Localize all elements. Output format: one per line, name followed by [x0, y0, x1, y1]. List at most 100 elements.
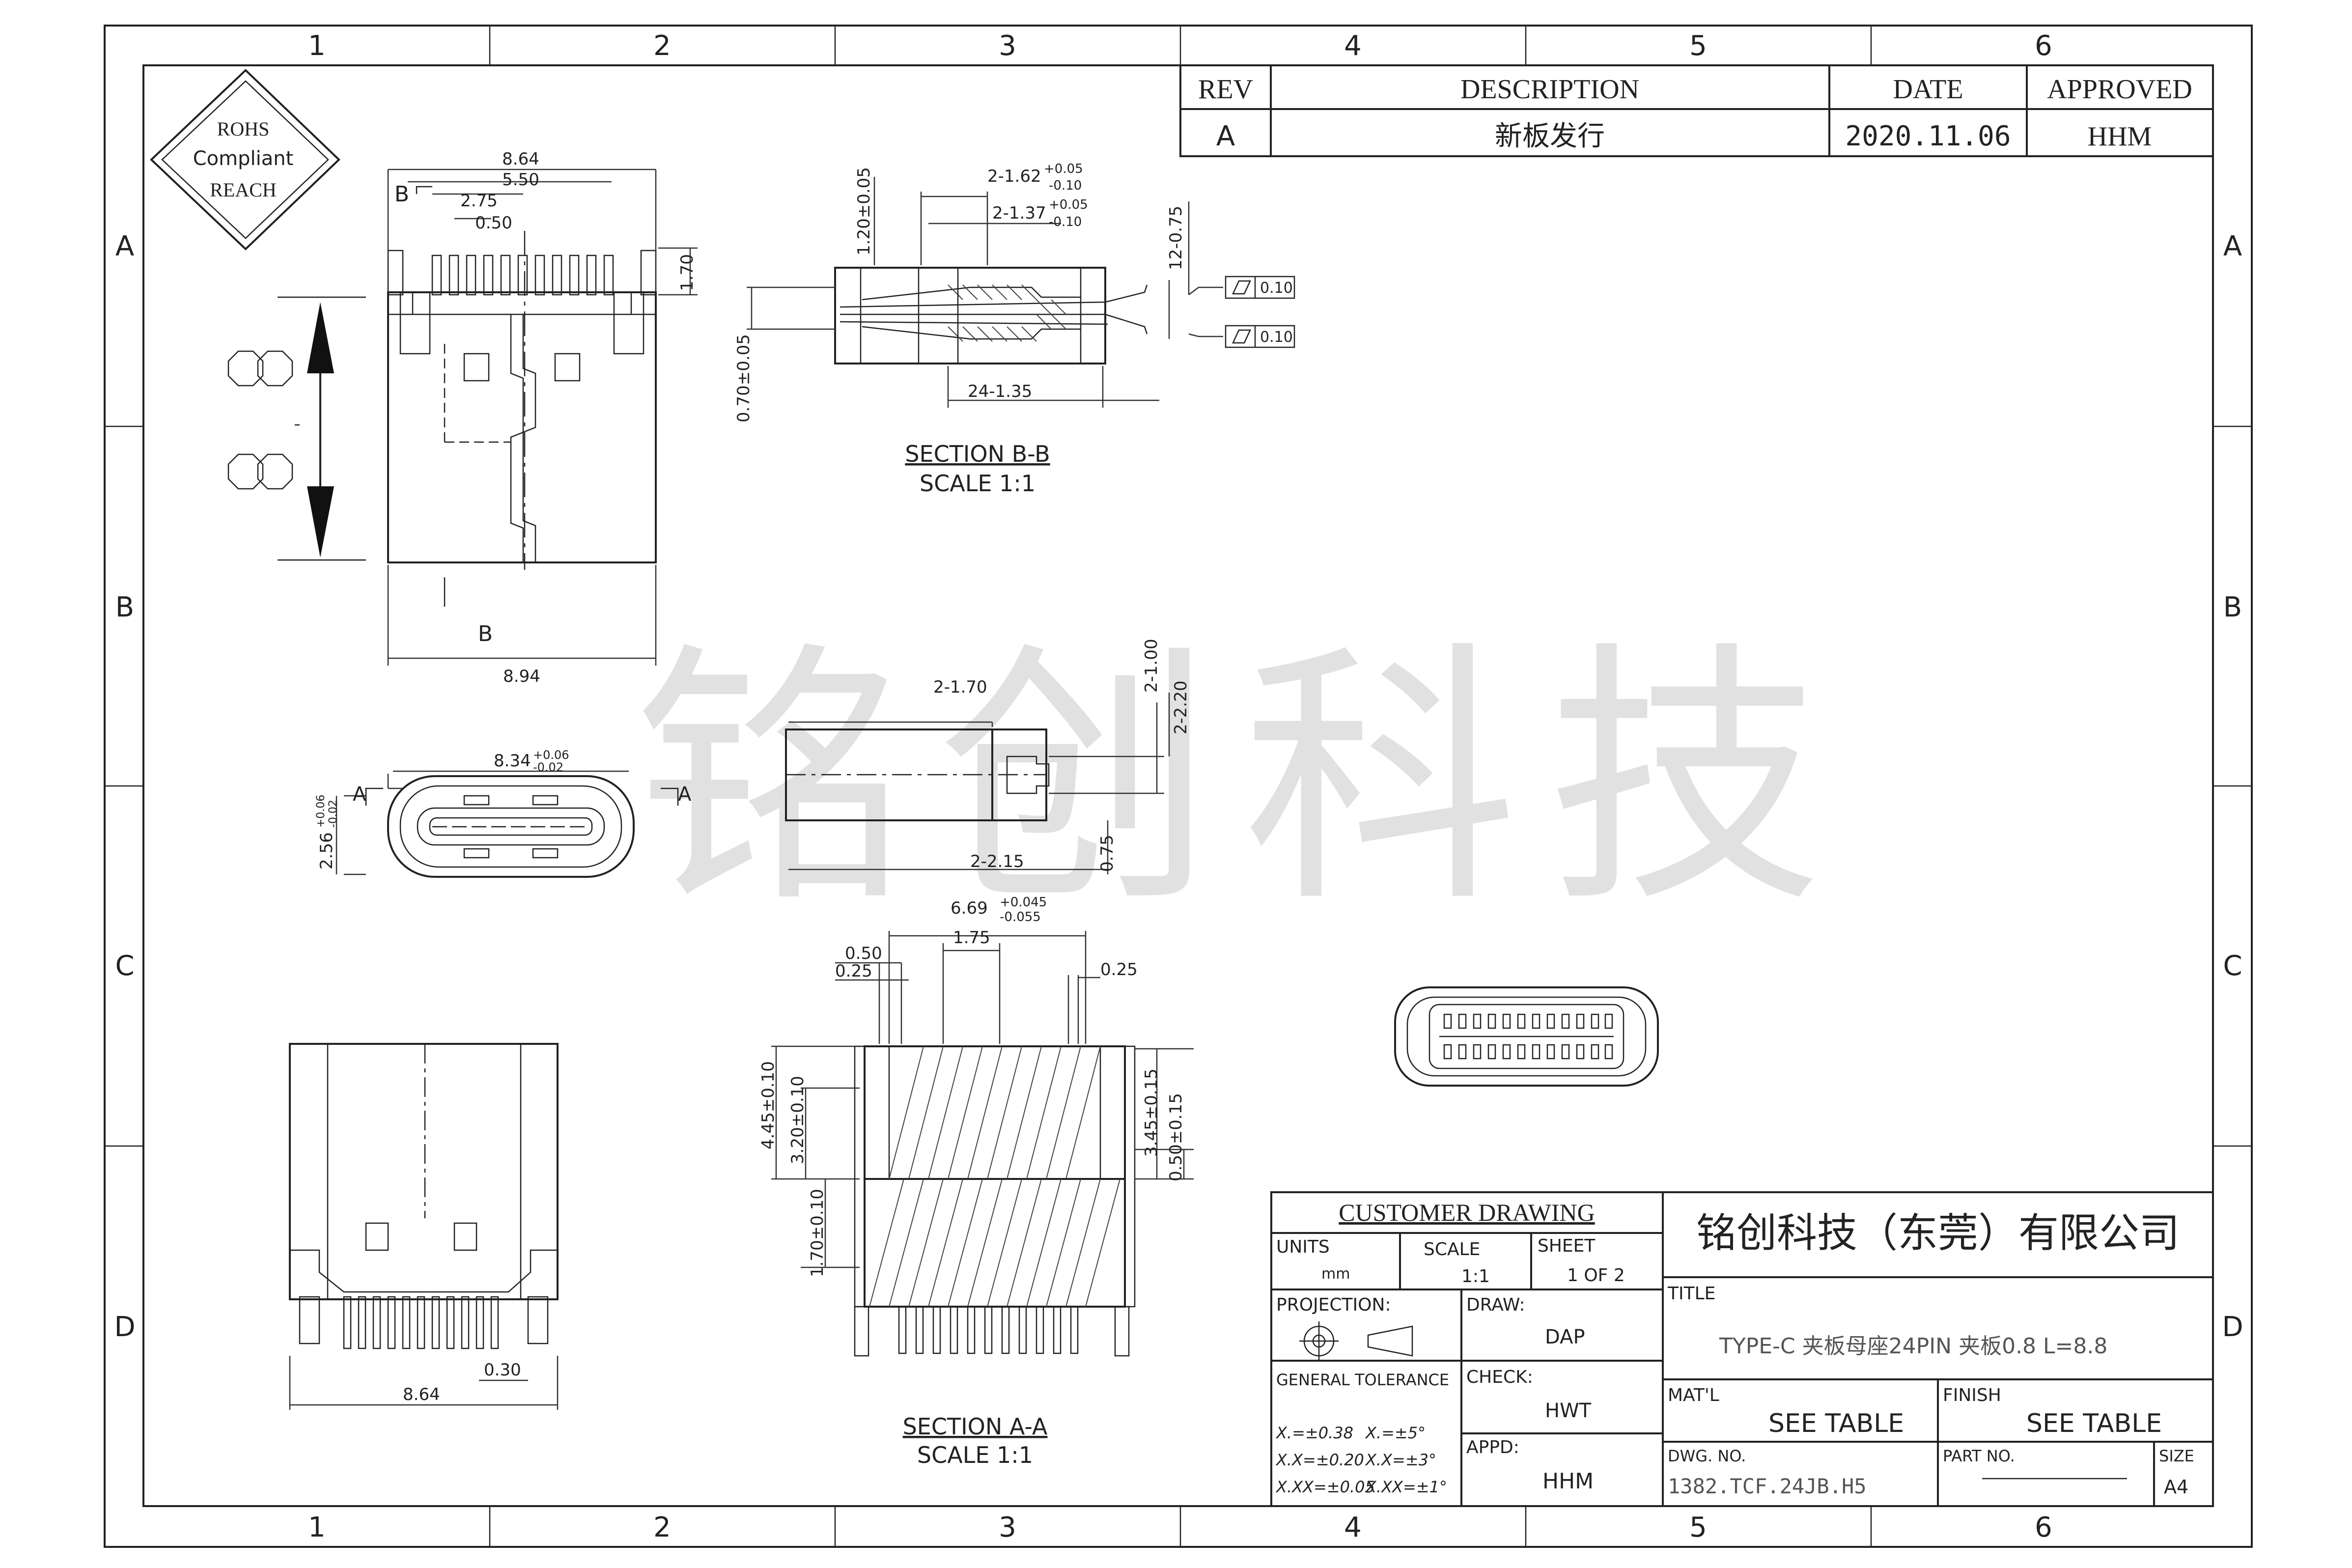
column-label-6: 6 — [2035, 30, 2052, 62]
sheet-label: SHEET — [1538, 1236, 1596, 1256]
approved-value: HHM — [2088, 121, 2152, 152]
section-aa-dim-025-right: 0.25 — [1100, 960, 1138, 980]
tolerance-angular-1: X.X=±3° — [1365, 1451, 1436, 1469]
section-bb-dim-2-137-tol-dn: -0.10 — [1049, 215, 1082, 229]
flatness-tolerance-2: 0.10 — [1260, 329, 1293, 346]
section-b-b-view: 0.10 0.10 2-1.62 +0.05 -0.10 2-1.37 +0.0… — [734, 162, 1295, 497]
top-view-width-894: 8.94 — [503, 667, 540, 686]
section-a-a-view: 6.69 +0.045 -0.055 1.75 0.50 0.25 0.25 4… — [758, 895, 1194, 1468]
finish-value: SEE TABLE — [2026, 1409, 2162, 1438]
section-bb-dim-2-162: 2-1.62 — [987, 167, 1041, 186]
section-aa-width-669-tol-up: +0.045 — [1000, 895, 1047, 910]
reach-text: REACH — [210, 179, 277, 201]
section-aa-dim-025-left: 0.25 — [835, 961, 872, 981]
section-bb-dim-2-137-tol-up: +0.05 — [1049, 197, 1088, 212]
front-view-height-256-tol-up: +0.06 — [315, 795, 327, 828]
section-bb-dim-2-137: 2-1.37 — [992, 203, 1046, 223]
top-view-height-170: 1.70 — [677, 254, 697, 291]
column-label-2: 2 — [653, 30, 671, 62]
rohs-text: ROHS — [217, 118, 270, 140]
section-mark-b-top: B — [394, 182, 409, 207]
side-view-dim-2-220: 2-2.20 — [1171, 680, 1191, 734]
column-label-3-bottom: 3 — [999, 1512, 1016, 1543]
tolerance-linear-2: X.XX=±0.05 — [1275, 1478, 1375, 1496]
size-value: A4 — [2164, 1476, 2188, 1498]
units-label: UNITS — [1276, 1237, 1330, 1257]
units-value: mm — [1321, 1265, 1350, 1283]
section-bb-scale: SCALE 1:1 — [920, 470, 1036, 497]
column-label-4: 4 — [1344, 30, 1362, 62]
section-aa-width-669-tol-dn: -0.055 — [1000, 910, 1041, 924]
column-label-4-bottom: 4 — [1344, 1512, 1362, 1543]
date-header: DATE — [1893, 74, 1963, 105]
drawing-number-label: DWG. NO. — [1668, 1447, 1746, 1465]
front-view-height-256-tol-dn: -0.02 — [327, 800, 339, 828]
approved-header: APPROVED — [2047, 74, 2192, 105]
description-value: 新板发行 — [1495, 120, 1605, 152]
revision-block: REV DESCRIPTION DATE APPROVED A 新板发行 202… — [1179, 64, 2214, 157]
section-hatching — [869, 1046, 1120, 1307]
row-label-a-right: A — [2223, 230, 2242, 262]
section-aa-dim-445: 4.45±0.10 — [758, 1061, 778, 1149]
front-view-width-834-tol-dn: -0.02 — [533, 760, 563, 774]
section-mark-a-right: A — [678, 783, 692, 806]
title-label: TITLE — [1667, 1284, 1715, 1304]
part-title: TYPE-C 夹板母座24PIN 夹板0.8 L=8.8 — [1719, 1334, 2107, 1359]
row-label-d-right: D — [2222, 1311, 2243, 1343]
third-angle-projection-icon — [1299, 1321, 1413, 1361]
check-value: HWT — [1545, 1400, 1592, 1422]
material-label: MAT'L — [1668, 1385, 1719, 1405]
general-tolerance-label: GENERAL TOLERANCE — [1276, 1371, 1449, 1389]
appd-value: HHM — [1542, 1469, 1594, 1494]
section-aa-dim-050-vertical: 0.50±0.15 — [1166, 1093, 1186, 1181]
column-label-6-bottom: 6 — [2035, 1512, 2052, 1543]
tolerance-angular-2: X.XX=±1° — [1365, 1478, 1447, 1496]
column-label-3: 3 — [999, 30, 1016, 62]
description-header: DESCRIPTION — [1460, 74, 1639, 105]
size-label: SIZE — [2159, 1447, 2194, 1465]
section-bb-dim-120: 1.20±0.05 — [854, 167, 874, 255]
side-view-dim-2-170: 2-1.70 — [933, 677, 987, 697]
top-view-width-275: 2.75 — [460, 191, 498, 211]
section-mark-b-bottom: B — [478, 621, 493, 646]
column-label-5: 5 — [1689, 30, 1707, 62]
section-aa-dim-175: 1.75 — [953, 928, 990, 948]
drawing-number-value: 1382.TCF.24JB.H5 — [1668, 1474, 1867, 1498]
scale-value: 1:1 — [1461, 1266, 1490, 1287]
section-bb-dim-12-075: 12-0.75 — [1166, 206, 1186, 270]
section-aa-scale: SCALE 1:1 — [917, 1442, 1033, 1468]
section-bb-dim-24-135: 24-1.35 — [968, 382, 1032, 401]
front-view-height-256: 2.56 — [317, 832, 336, 869]
side-view-dim-2-100: 2-1.00 — [1142, 639, 1161, 693]
company-name: 铭创科技（东莞）有限公司 — [1696, 1210, 2180, 1257]
row-label-c: C — [115, 950, 134, 982]
receptacle-face-view — [1394, 986, 1659, 1087]
appd-label: APPD: — [1466, 1437, 1519, 1457]
front-view-width-834: 8.34 — [494, 751, 531, 771]
rev-value: A — [1216, 120, 1235, 152]
title-block: CUSTOMER DRAWING 铭创科技（东莞）有限公司 UNITS mm S… — [1270, 1191, 2214, 1507]
row-label-a: A — [115, 230, 134, 262]
date-value: 2020.11.06 — [1845, 120, 2011, 152]
bottom-view: 0.30 8.64 — [289, 1043, 559, 1410]
scale-label: SCALE — [1424, 1239, 1480, 1260]
flatness-tolerance-1: 0.10 — [1260, 280, 1293, 297]
customer-drawing-heading: CUSTOMER DRAWING — [1339, 1199, 1595, 1226]
top-view-width-864: 8.64 — [502, 149, 539, 169]
compliant-text: Compliant — [193, 147, 294, 170]
side-view: 2-1.70 2-1.00 2-2.20 2-2.15 0.75 — [785, 639, 1191, 874]
row-label-b-right: B — [2223, 591, 2242, 623]
projection-label: PROJECTION: — [1276, 1295, 1391, 1315]
row-label-b: B — [115, 591, 134, 623]
section-mark-a-left: A — [353, 783, 366, 806]
side-view-dim-2-215: 2-2.15 — [970, 852, 1024, 871]
material-value: SEE TABLE — [1768, 1409, 1904, 1438]
top-view-pitch-050: 0.50 — [475, 213, 512, 233]
sheet-value: 1 OF 2 — [1567, 1265, 1625, 1286]
tolerance-linear-1: X.X=±0.20 — [1275, 1451, 1364, 1469]
rohs-compliance-badge: ROHS Compliant REACH — [150, 69, 340, 251]
section-bb-dim-2-162-tol-up: +0.05 — [1044, 162, 1083, 176]
rev-header: REV — [1198, 74, 1253, 105]
row-label-c-right: C — [2223, 950, 2242, 982]
section-bb-label: SECTION B-B — [905, 441, 1050, 467]
